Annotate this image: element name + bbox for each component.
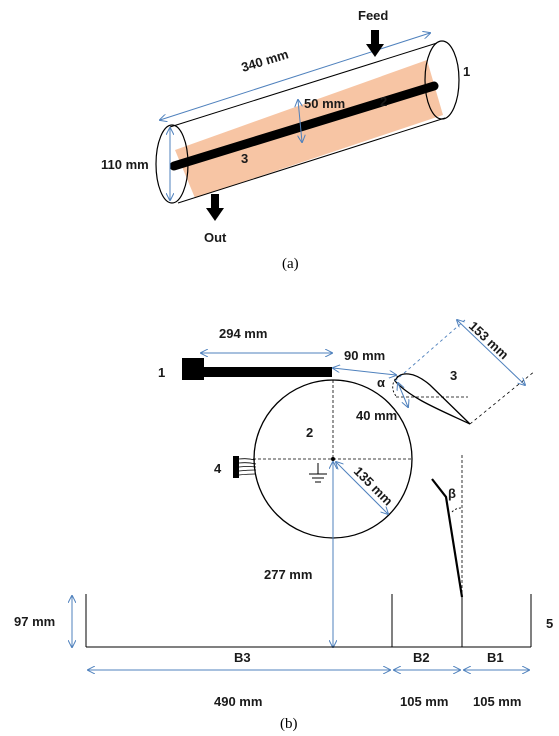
length-label: 340 mm [239,46,290,75]
dim-490-label: 490 mm [214,694,262,709]
electrode-1 [182,358,332,380]
figure-a: Feed 340 mm 50 mm 1 2 3 110 mm Out (a) [101,8,470,272]
dim-97-label: 97 mm [14,614,55,629]
component-3-label-b: 3 [450,368,457,383]
belt-width-dimension [298,100,302,142]
roll-center [331,457,335,461]
dim-135-line [336,462,388,514]
out-arrow [206,194,224,221]
out-label: Out [204,230,227,245]
figure-b: 1 294 mm 90 mm 153 mm 3 α 40 mm 2 4 135 … [14,318,553,732]
component-3-label: 3 [241,151,248,166]
dim-277-label: 277 mm [264,567,312,582]
component-5-label: 5 [546,616,553,631]
electrode-3-extent [394,319,536,425]
alpha-label: α [377,375,385,390]
beta-arc [451,507,463,513]
length-dimension [160,33,430,120]
dim-153-label: 153 mm [466,318,512,362]
alpha-arc [392,375,399,398]
caption-a: (a) [282,256,299,272]
dim-294-label: 294 mm [219,326,267,341]
beta-label: β [448,486,456,501]
dim-105b-label: 105 mm [473,694,521,709]
dim-153-line [457,320,525,385]
dim-90-label: 90 mm [344,348,385,363]
collection-bins [85,594,532,648]
electrode-3 [394,373,471,425]
belt-width-label: 50 mm [304,96,345,111]
dim-40-label: 40 mm [356,408,397,423]
bin-b1-label: B1 [487,650,504,665]
component-2-label-b: 2 [306,425,313,440]
component-4-label: 4 [214,461,222,476]
diameter-label: 110 mm [101,157,149,172]
dim-135-label: 135 mm [351,464,396,509]
ground-icon [309,463,327,483]
splitter-plate [431,478,464,598]
dim-40-line [398,383,408,407]
caption-b: (b) [280,716,298,732]
feed-label: Feed [358,8,388,23]
component-2-label: 2 [380,94,387,109]
component-1-label-b: 1 [158,365,165,380]
bin-b2-label: B2 [413,650,430,665]
brush-4 [233,456,257,478]
dim-90-line [333,368,396,375]
bin-b3-label: B3 [234,650,251,665]
feed-arrow [366,30,384,57]
dim-105a-label: 105 mm [400,694,448,709]
component-1-label: 1 [463,64,470,79]
